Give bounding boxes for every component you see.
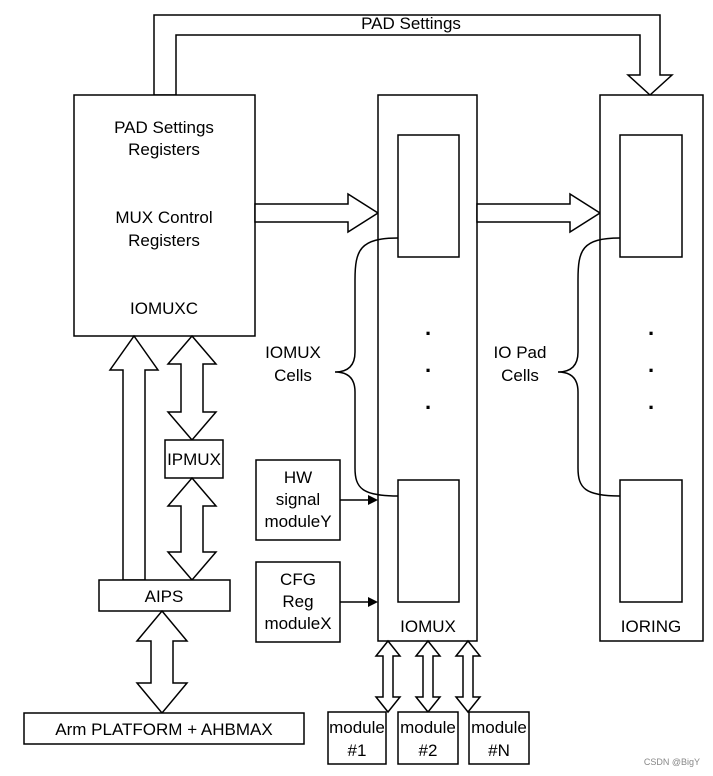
iomuxc-pad-settings-label: PAD Settings: [114, 118, 214, 137]
iomux-to-ioring-arrow: [476, 192, 602, 234]
module-1-box: [327, 711, 387, 765]
module-n-label-1: module: [471, 718, 527, 737]
iomux-top-cell: [397, 134, 460, 258]
iomux-dot-1: .: [425, 315, 431, 340]
iomux-cells-brace: [334, 237, 399, 497]
aips-platform-double-arrow: [135, 609, 189, 715]
ioring-bottom-cell: [619, 479, 683, 603]
cfg-label-2: Reg: [282, 592, 313, 611]
ioring-dot-3: .: [648, 389, 654, 414]
ipmux-box: [164, 439, 224, 479]
aips-box: [98, 579, 231, 612]
io-pad-cells-brace: [557, 237, 621, 497]
iomux-cells-label-2: Cells: [274, 366, 312, 385]
ioring-dot-1: .: [648, 315, 654, 340]
hw-to-iomux-arrowhead: [368, 495, 378, 505]
io-pad-cells-label-1: IO Pad: [494, 343, 547, 362]
arm-platform-box: [23, 712, 305, 745]
iomux-module2-double-arrow: [414, 639, 442, 714]
iomux-name-label: IOMUX: [400, 617, 456, 636]
hw-label-3: moduleY: [264, 512, 331, 531]
iomuxc-name-label: IOMUXC: [130, 299, 198, 318]
iomuxc-pad-registers-label: Registers: [128, 140, 200, 159]
ipmux-label: IPMUX: [167, 450, 221, 469]
iomux-modulen-double-arrow: [454, 639, 482, 714]
module-2-label-1: module: [400, 718, 456, 737]
iomux-module1-double-arrow: [374, 639, 402, 714]
iomuxc-mux-control-label: MUX Control: [115, 208, 212, 227]
module-1-label-1: module: [329, 718, 385, 737]
hw-label-2: signal: [276, 490, 320, 509]
aips-label: AIPS: [145, 587, 184, 606]
cfg-to-iomux-arrowhead: [368, 597, 378, 607]
module-2-box: [397, 711, 459, 765]
cfg-label-3: moduleX: [264, 614, 331, 633]
module-n-label-2: #N: [488, 741, 510, 760]
watermark-label: CSDN @BigY: [644, 757, 700, 767]
ipmux-aips-double-arrow: [166, 476, 218, 582]
iomuxc-ipmux-double-arrow: [166, 334, 218, 442]
cfg-label-1: CFG: [280, 570, 316, 589]
iomuxc-mux-registers-label: Registers: [128, 231, 200, 250]
arm-platform-label: Arm PLATFORM + AHBMAX: [55, 720, 272, 739]
module-2-label-2: #2: [419, 741, 438, 760]
ioring-top-cell: [619, 134, 683, 258]
module-n-box: [468, 711, 530, 765]
iomux-dot-2: .: [425, 352, 431, 377]
iomuxc-to-iomux-arrow: [254, 192, 380, 234]
pad-settings-top-arrow: [153, 14, 674, 97]
module-1-label-2: #1: [348, 741, 367, 760]
iomux-cells-label-1: IOMUX: [265, 343, 321, 362]
iomux-bottom-cell: [397, 479, 460, 603]
ioring-dot-2: .: [648, 352, 654, 377]
ioring-name-label: IORING: [621, 617, 681, 636]
pad-settings-top-label: PAD Settings: [361, 14, 461, 33]
iomux-dot-3: .: [425, 389, 431, 414]
hw-label-1: HW: [284, 468, 312, 487]
cfg-reg-modulex-box: [255, 561, 341, 643]
aips-to-iomuxc-arrow: [108, 334, 160, 581]
io-pad-cells-label-2: Cells: [501, 366, 539, 385]
